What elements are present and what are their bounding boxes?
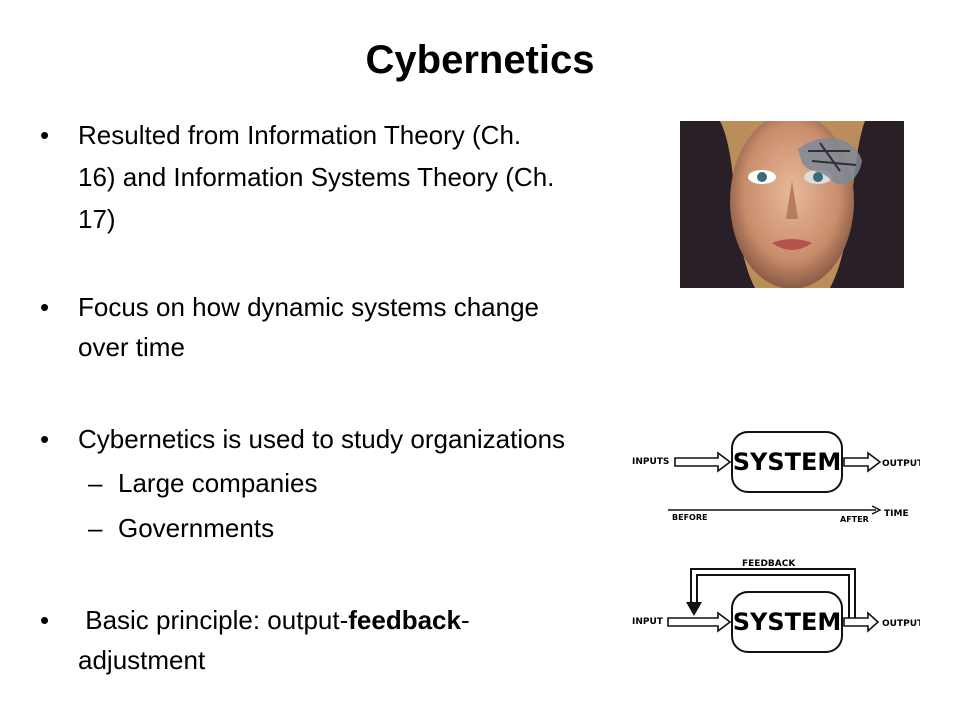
label-time: TIME xyxy=(884,509,909,519)
timeline-arrow: BEFORE AFTER TIME xyxy=(668,505,909,524)
label-system-top: SYSTEM xyxy=(733,448,842,476)
bullet-4-text-post: - xyxy=(460,605,470,635)
sub-item-dash: – xyxy=(88,468,103,498)
bullet-2-line-1: Focus on how dynamic systems change xyxy=(78,292,539,322)
bullet-4-bold-feedback: feedback xyxy=(348,605,461,635)
bullet-symbol: • xyxy=(40,120,50,150)
label-outputs: OUTPUTS xyxy=(882,459,920,469)
bullet-4-text-pre: Basic principle: output- xyxy=(78,605,349,635)
bullet-4-line-1: Basic principle: output-feedback- xyxy=(78,602,470,638)
bullet-3-line-1: Cybernetics is used to study organizatio… xyxy=(78,424,566,454)
label-inputs: INPUTS xyxy=(632,457,669,467)
portrait-photo xyxy=(680,121,904,288)
sub-item-large-companies: –Large companies xyxy=(88,465,317,501)
bullet-1-line-1: Resulted from Information Theory (Ch. xyxy=(78,120,522,150)
bullet-symbol: • xyxy=(40,292,50,322)
system-diagram: INPUTS SYSTEM OUTPUTS BEFORE AFTER TIME … xyxy=(632,431,920,653)
bullet-1-line-3: 17) xyxy=(78,204,116,234)
sub-item-governments: –Governments xyxy=(88,510,274,546)
label-before: BEFORE xyxy=(672,513,707,522)
system-diagram-top: INPUTS SYSTEM OUTPUTS xyxy=(632,431,920,493)
label-after: AFTER xyxy=(840,515,869,524)
slide-title: Cybernetics xyxy=(365,38,595,82)
sub-item-dash: – xyxy=(88,513,103,543)
label-input: INPUT xyxy=(632,617,664,627)
sub-item-label: Large companies xyxy=(118,468,318,498)
label-feedback: FEEDBACK xyxy=(742,559,796,569)
implant-icon xyxy=(798,137,862,185)
bullet-1-line-2: 16) and Information Systems Theory (Ch. xyxy=(78,162,555,192)
label-output: OUTPUT xyxy=(882,619,920,629)
sub-item-label: Governments xyxy=(118,513,275,543)
bullet-4-line-2: adjustment xyxy=(78,645,206,675)
bullet-symbol: • xyxy=(40,424,50,454)
bullet-2-line-2: over time xyxy=(78,332,185,362)
label-system-bottom: SYSTEM xyxy=(733,608,842,636)
bullet-symbol: • xyxy=(40,605,50,635)
system-diagram-feedback: FEEDBACK INPUT SYSTEM OUTPUT xyxy=(632,559,920,653)
